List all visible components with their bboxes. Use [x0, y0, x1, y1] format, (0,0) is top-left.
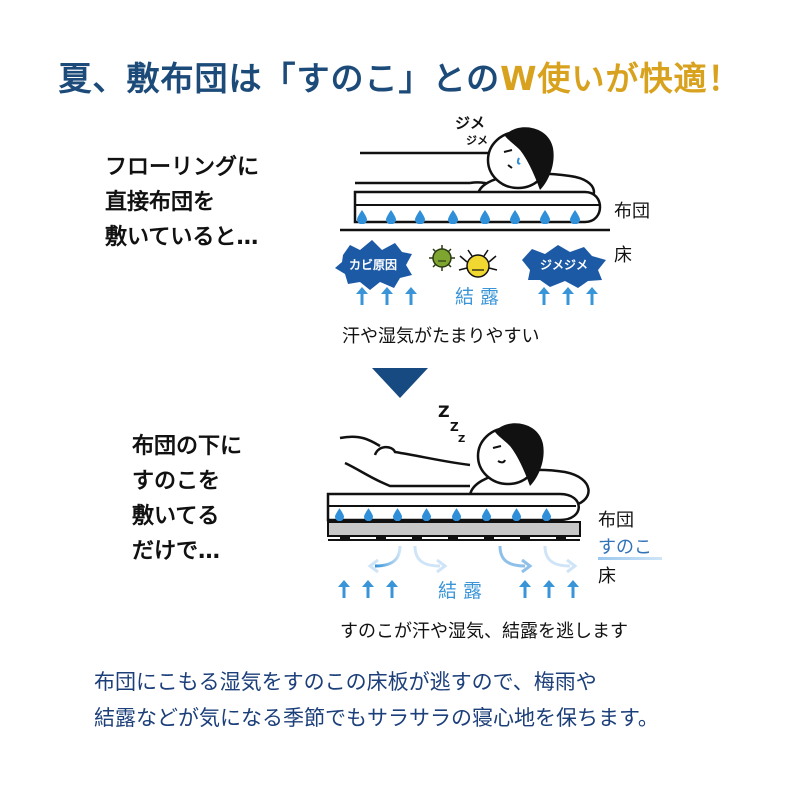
headline-main: 夏、敷布団は「すのこ」との — [58, 59, 501, 98]
mold-germ-icon — [429, 245, 455, 271]
futon-label: 布団 — [598, 510, 634, 531]
condensation-label: 結 露 — [438, 580, 482, 602]
bottom-description-line: すのこを — [132, 469, 221, 494]
zzz-large: Z — [438, 402, 450, 421]
top-description-line: フローリングに — [105, 155, 260, 180]
sunoko-label: すのこ — [598, 537, 652, 558]
top-description: フローリングに 直接布団を 敷いていると… — [105, 150, 259, 255]
bottom-description-line: 布団の下に — [132, 434, 243, 459]
jime-badge: ジメジメ — [522, 245, 606, 288]
badge-left-label: カビ原因 — [349, 257, 397, 272]
sunoko-slats — [327, 521, 581, 541]
bottom-description-line: だけで… — [132, 539, 221, 564]
sleeping-person-head — [476, 423, 544, 486]
zzz-medium: Z — [450, 420, 459, 434]
top-scene: カビ原因 ジメジメ 結 露 ジメ ジメ — [335, 114, 610, 308]
sunoko-label-underline — [598, 557, 662, 560]
footer-line: 結露などが気になる季節でもサラサラの寝心地を保ちます。 — [94, 706, 659, 730]
zzz-small: Z — [458, 434, 465, 445]
mold-cause-badge: カビ原因 — [335, 240, 412, 290]
top-caption: 汗や湿気がたまりやすい — [342, 326, 540, 347]
futon-label: 布団 — [614, 201, 650, 222]
headline-accent: W使いが快適！ — [500, 59, 742, 98]
floor-label: 床 — [614, 245, 632, 266]
top-description-line: 敷いていると… — [105, 225, 259, 250]
badge-right-label: ジメジメ — [540, 258, 588, 272]
airflow-curve-icon — [367, 545, 578, 574]
top-description-line: 直接布団を — [105, 190, 216, 215]
footer-description: 布団にこもる湿気をすのこの床板が逃すので、梅雨や 結露などが気になる季節でもサラ… — [94, 664, 659, 736]
dust-mite-icon — [458, 249, 498, 278]
bottom-description: 布団の下に すのこを 敷いてる だけで… — [132, 429, 242, 569]
down-triangle-icon — [372, 368, 428, 398]
footer-line: 布団にこもる湿気をすのこの床板が逃すので、梅雨や — [94, 670, 597, 694]
jime-sound-small: ジメ — [466, 134, 488, 147]
bottom-scene: Z Z Z — [326, 402, 590, 602]
floor-label: 床 — [598, 566, 616, 587]
condensation-label: 結 露 — [455, 286, 499, 308]
sleeping-person-head — [486, 127, 554, 190]
bottom-description-line: 敷いてる — [132, 504, 220, 529]
bottom-caption: すのこが汗や湿気、結露を逃します — [340, 621, 628, 642]
headline: 夏、敷布団は「すのこ」とのW使いが快適！ — [0, 52, 800, 100]
jime-sound: ジメ — [455, 114, 485, 132]
